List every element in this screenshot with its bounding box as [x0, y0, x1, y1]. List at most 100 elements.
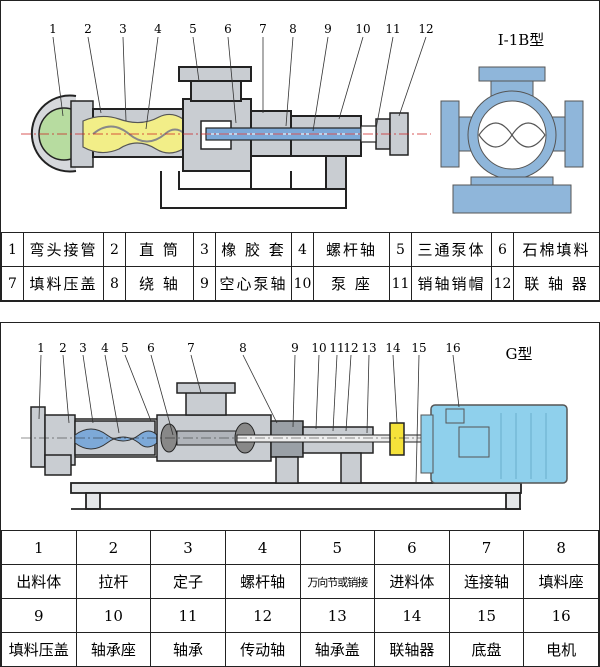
part-name: 定子 — [150, 564, 226, 599]
part-number: 4 — [224, 530, 301, 565]
part-name: 联 轴 器 — [513, 266, 600, 301]
part-name: 电机 — [523, 632, 599, 667]
i1b-pump-section-drawing: I-1B型 — [21, 22, 584, 214]
callout-8: 8 — [239, 341, 247, 355]
baseplate — [70, 482, 522, 510]
part-number: 12 — [224, 598, 301, 633]
callout-leaders — [52, 36, 427, 132]
bottom-pump-panel: G型 — [0, 322, 600, 667]
part-name: 填料座 — [523, 564, 599, 599]
part-number: 11 — [389, 266, 412, 301]
part-name: 出料体 — [1, 564, 77, 599]
model-label-i1b: I-1B型 — [498, 31, 545, 49]
part-number: 3 — [150, 530, 226, 565]
callout-3: 3 — [79, 341, 87, 355]
callout-13: 13 — [361, 341, 376, 355]
callout-10: 10 — [311, 341, 326, 355]
part-name: 轴承盖 — [299, 632, 376, 667]
part-number: 6 — [374, 530, 450, 565]
callout-numbers: 1 2 3 4 5 6 7 8 9 10 11 12 — [49, 22, 433, 36]
callout-15: 15 — [411, 341, 426, 355]
part-number: 11 — [150, 598, 226, 633]
part-number: 15 — [448, 598, 525, 633]
coupling — [389, 422, 405, 456]
callout-3: 3 — [119, 22, 127, 36]
callout-1: 1 — [49, 22, 57, 36]
part-name: 弯头接管 — [23, 232, 104, 267]
callout-8: 8 — [289, 22, 297, 36]
pump-end-view — [440, 66, 584, 214]
part-name: 传动轴 — [224, 632, 301, 667]
part-number: 7 — [1, 266, 24, 301]
three-way-pump-body — [178, 66, 252, 172]
part-number: 5 — [389, 232, 412, 267]
callout-numbers: 1 2 3 4 5 6 7 8 9 10 11 12 13 14 15 16 — [37, 341, 460, 355]
part-name: 石棉填料 — [513, 232, 600, 267]
part-name: 填料压盖 — [23, 266, 104, 301]
parts-row: 1 弯头接管 2 直 筒 3 橡 胶 套 4 螺杆轴 5 三通泵体 6 石棉填料 — [1, 232, 600, 267]
part-number: 1 — [1, 530, 77, 565]
electric-motor — [420, 404, 568, 484]
part-name: 螺杆轴 — [313, 232, 390, 267]
callout-10: 10 — [355, 22, 370, 36]
g-parts-table: 1 2 3 4 5 6 7 8 出料体 拉杆 定子 螺杆轴 万向节或销接 进料体… — [1, 530, 599, 667]
part-name: 橡 胶 套 — [215, 232, 292, 267]
callout-6: 6 — [224, 22, 232, 36]
callout-leaders — [38, 354, 460, 484]
part-name: 泵 座 — [313, 266, 390, 301]
part-number: 1 — [1, 232, 24, 267]
parts-name-row: 填料压盖 轴承座 轴承 传动轴 轴承盖 联轴器 底盘 电机 — [1, 632, 599, 667]
part-number: 3 — [193, 232, 216, 267]
part-number: 12 — [491, 266, 514, 301]
part-name: 万向节或销接 — [299, 564, 376, 599]
part-number: 6 — [491, 232, 514, 267]
part-name: 空心泵轴 — [215, 266, 292, 301]
discharge-body — [30, 406, 76, 476]
callout-7: 7 — [259, 22, 267, 36]
part-number: 10 — [291, 266, 314, 301]
parts-number-row: 9 10 11 12 13 14 15 16 — [1, 598, 599, 633]
callout-12: 12 — [343, 341, 358, 355]
callout-12: 12 — [418, 22, 433, 36]
callout-11: 11 — [385, 22, 400, 36]
callout-14: 14 — [385, 341, 401, 355]
callout-2: 2 — [59, 341, 67, 355]
parts-name-row: 出料体 拉杆 定子 螺杆轴 万向节或销接 进料体 连接轴 填料座 — [1, 564, 599, 599]
part-number: 2 — [75, 530, 152, 565]
part-name: 销轴销帽 — [411, 266, 492, 301]
drive-shaft — [236, 434, 438, 443]
part-number: 8 — [103, 266, 126, 301]
part-name: 三通泵体 — [411, 232, 492, 267]
part-name: 拉杆 — [75, 564, 152, 599]
part-name: 轴承 — [150, 632, 226, 667]
callout-1: 1 — [37, 341, 45, 355]
part-number: 16 — [523, 598, 599, 633]
part-number: 10 — [75, 598, 152, 633]
callout-5: 5 — [121, 341, 129, 355]
callout-9: 9 — [291, 341, 299, 355]
callout-9: 9 — [324, 22, 332, 36]
part-name: 轴承座 — [75, 632, 152, 667]
part-name: 填料压盖 — [1, 632, 77, 667]
part-name: 绕 轴 — [125, 266, 194, 301]
callout-5: 5 — [189, 22, 197, 36]
bearing-housing — [270, 420, 374, 484]
part-name: 螺杆轴 — [224, 564, 301, 599]
pump-base — [160, 171, 347, 209]
part-number: 2 — [103, 232, 126, 267]
part-number: 8 — [523, 530, 599, 565]
i1b-parts-table: 1 弯头接管 2 直 筒 3 橡 胶 套 4 螺杆轴 5 三通泵体 6 石棉填料… — [1, 232, 600, 301]
pump-seat — [290, 115, 362, 190]
callout-6: 6 — [147, 341, 155, 355]
part-number: 9 — [1, 598, 77, 633]
screw-shaft — [92, 125, 186, 143]
callout-11: 11 — [329, 341, 344, 355]
callout-2: 2 — [84, 22, 92, 36]
model-label-g: G型 — [506, 345, 533, 363]
part-number: 7 — [448, 530, 525, 565]
callout-16: 16 — [445, 341, 460, 355]
part-number: 13 — [299, 598, 376, 633]
part-name: 直 筒 — [125, 232, 194, 267]
callout-4: 4 — [154, 22, 162, 36]
callout-4: 4 — [101, 341, 109, 355]
